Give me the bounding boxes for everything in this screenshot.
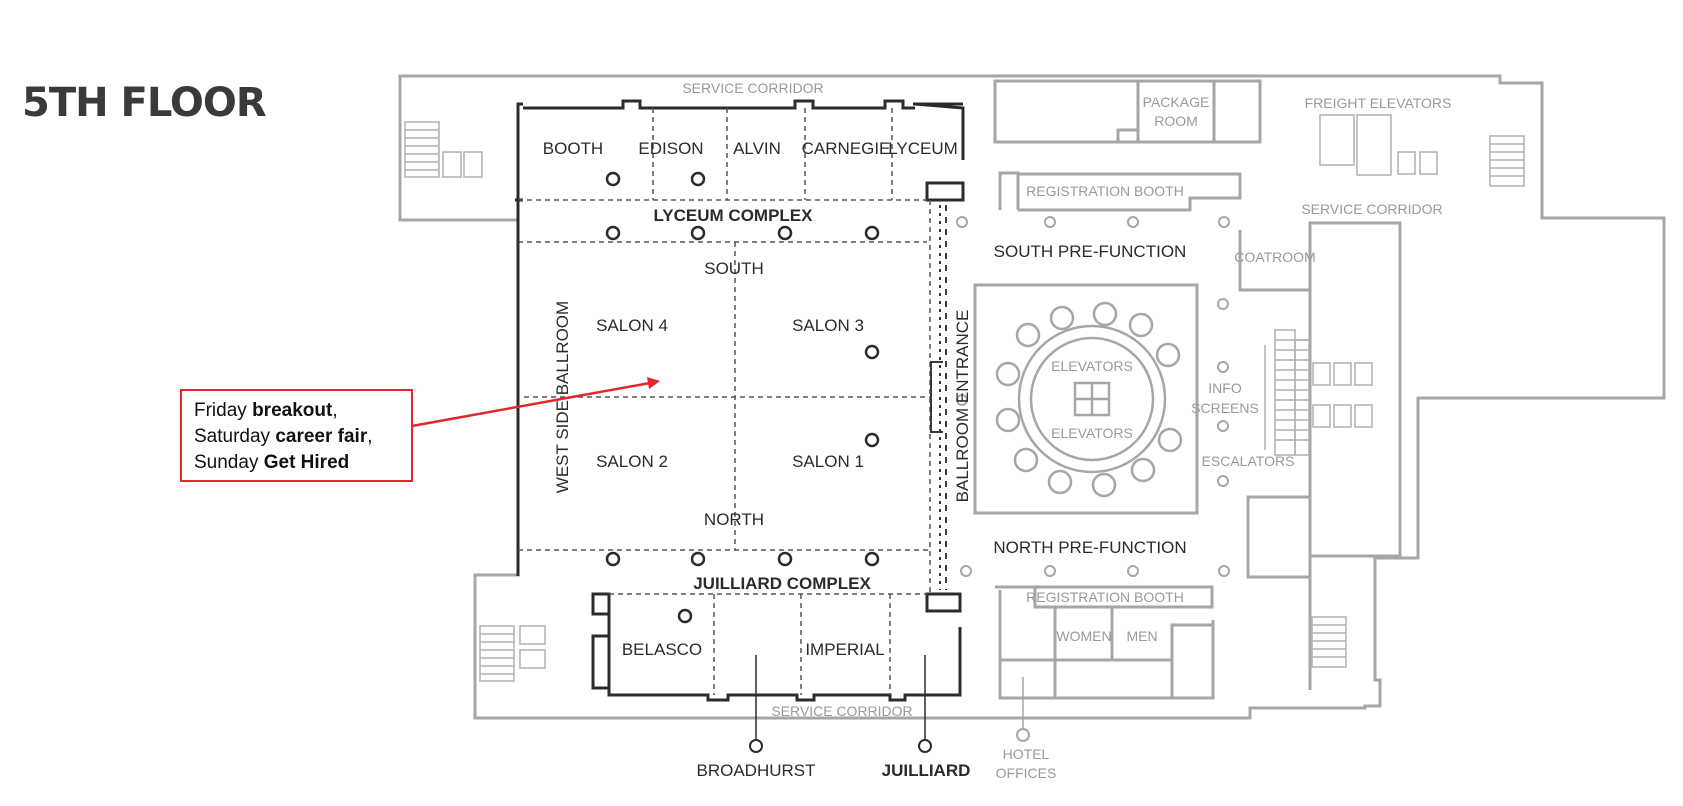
bottom-rooms-walls: [591, 592, 962, 702]
callout-arrow: [411, 377, 660, 428]
room-belasco: BELASCO: [622, 640, 702, 659]
women-restroom-label: WOMEN: [1056, 628, 1111, 644]
service-corridor-top: SERVICE CORRIDOR: [682, 80, 823, 96]
elevators-label-bottom: ELEVATORS: [1051, 425, 1133, 441]
room-north: NORTH: [704, 510, 764, 529]
stair-left-top: [404, 121, 483, 178]
ballroom-entrance-label: BALLROOM ENTRANCE: [953, 310, 972, 503]
room-pins: [749, 739, 932, 753]
elevators-label-top: ELEVATORS: [1051, 358, 1133, 374]
west-side-ballroom-label: WEST SIDE BALLROOM: [553, 301, 572, 493]
info-screens-label-1: INFO: [1208, 380, 1242, 396]
lyceum-complex-label: LYCEUM COMPLEX: [653, 206, 813, 225]
room-salon2: SALON 2: [596, 452, 668, 471]
registration-booth-top: REGISTRATION BOOTH: [1026, 183, 1184, 199]
room-broadhurst: BROADHURST: [696, 761, 815, 780]
hotel-offices-label-2: OFFICES: [996, 765, 1057, 781]
ballroom-entrance-doors: [930, 205, 947, 590]
room-salon4: SALON 4: [596, 316, 668, 335]
room-edison: EDISON: [638, 139, 703, 158]
building-outline: [398, 74, 1666, 720]
room-lyceum: LYCEUM: [888, 139, 958, 158]
escalators-shape: [1264, 329, 1373, 456]
pre-function-columns: [956, 216, 1230, 742]
north-pre-function-label: NORTH PRE-FUNCTION: [993, 538, 1186, 557]
room-salon1: SALON 1: [792, 452, 864, 471]
columns: [605, 171, 880, 624]
room-juilliard: JUILLIARD: [882, 761, 971, 780]
elevator-cluster: [1017, 324, 1167, 474]
room-salon3: SALON 3: [792, 316, 864, 335]
elevator-cabs: [995, 301, 1183, 498]
package-room-label-2: ROOM: [1154, 113, 1198, 129]
escalators-label: ESCALATORS: [1202, 453, 1295, 469]
package-room-label-1: PACKAGE: [1143, 94, 1210, 110]
callout-line-saturday: Saturday career fair,: [194, 426, 373, 447]
room-leader-lines: [755, 655, 926, 739]
room-booth: BOOTH: [543, 139, 603, 158]
room-imperial: IMPERIAL: [805, 640, 884, 659]
coatroom-label: COATROOM: [1234, 249, 1315, 265]
freight-elevators-label: FREIGHT ELEVATORS: [1305, 95, 1452, 111]
room-alvin: ALVIN: [733, 139, 781, 158]
ballroom-dividers: [518, 200, 931, 595]
hotel-offices-label-1: HOTEL: [1003, 746, 1050, 762]
room-south: SOUTH: [704, 259, 764, 278]
men-restroom-label: MEN: [1126, 628, 1157, 644]
callout-line-friday: Friday breakout,: [194, 400, 338, 421]
callout-line-sunday: Sunday Get Hired: [194, 452, 350, 473]
room-dividers-bottom: [609, 593, 927, 695]
service-corridor-right: SERVICE CORRIDOR: [1301, 201, 1442, 217]
stair-left-bottom: [479, 625, 546, 682]
registration-booth-bottom: REGISTRATION BOOTH: [1026, 589, 1184, 605]
room-carnegie: CARNEGIE: [802, 139, 891, 158]
room-dividers-top: [518, 108, 927, 243]
juilliard-complex-label: JUILLIARD COMPLEX: [693, 574, 871, 593]
service-corridor-bottom: SERVICE CORRIDOR: [771, 703, 912, 719]
south-pre-function-label: SOUTH PRE-FUNCTION: [994, 242, 1187, 261]
freight-elevators: [1311, 114, 1525, 668]
info-screens-label-2: SCREENS: [1191, 400, 1259, 416]
floor-title: 5TH FLOOR: [22, 80, 267, 126]
event-callout: Friday breakout, Saturday career fair, S…: [180, 389, 413, 482]
right-side-walls: [973, 79, 1402, 700]
